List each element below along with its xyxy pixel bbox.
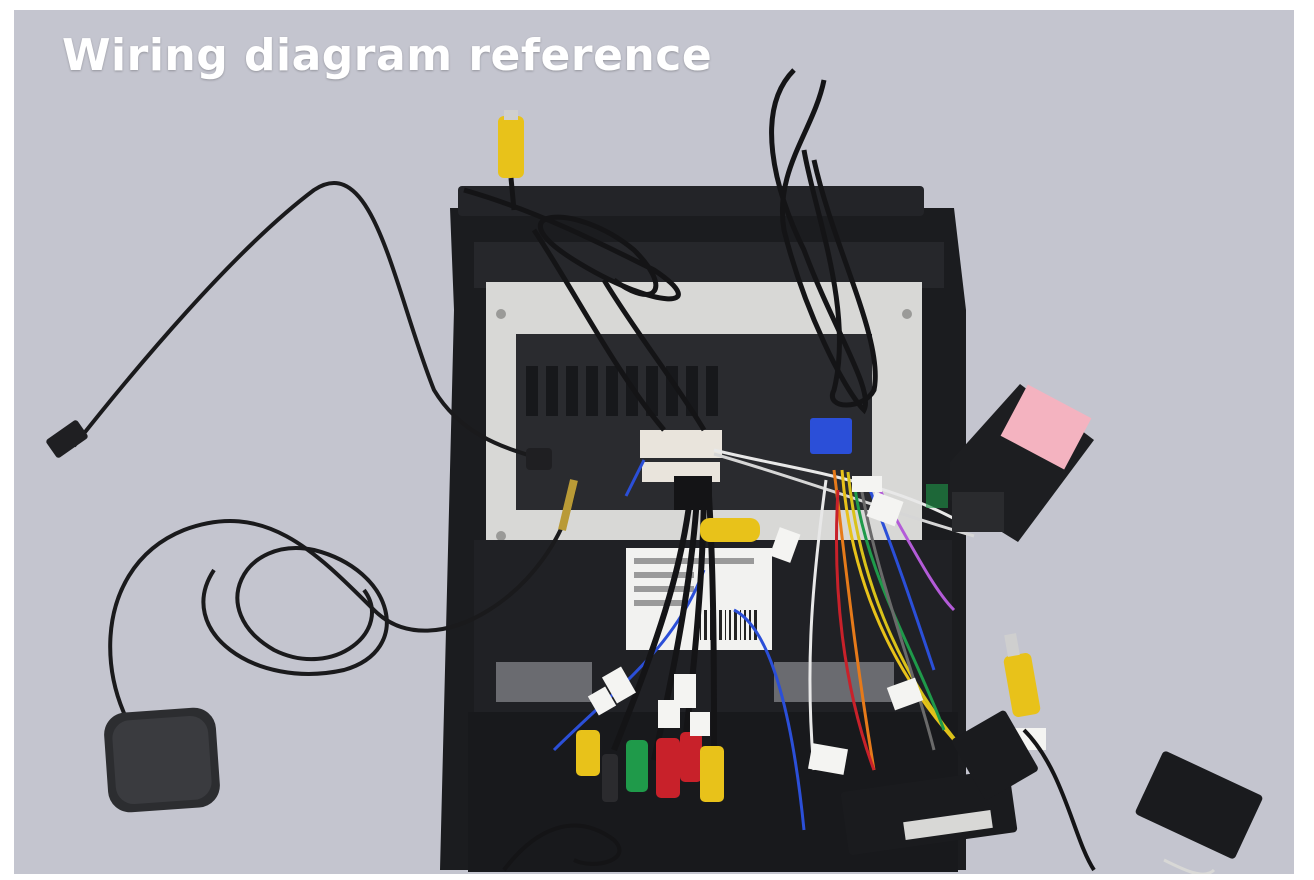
bottom-connectors (840, 710, 1263, 874)
coiled-cables (463, 68, 878, 432)
rca-plug-icon (498, 110, 524, 211)
photo-frame: Wiring diagram reference (14, 10, 1294, 874)
rca-plugs (576, 730, 724, 802)
page-title: Wiring diagram reference (62, 30, 713, 81)
blue-connector (810, 418, 852, 454)
bottom-coil (502, 823, 622, 872)
wiring-photo (46, 68, 1263, 874)
harness-connector-top (640, 430, 722, 458)
rca-plug-icon (1003, 633, 1041, 718)
antenna-cable (46, 181, 552, 470)
canbus-decoder-icon (926, 384, 1094, 542)
rca-plug-icon (700, 518, 760, 542)
gps-antenna-icon (104, 479, 578, 813)
